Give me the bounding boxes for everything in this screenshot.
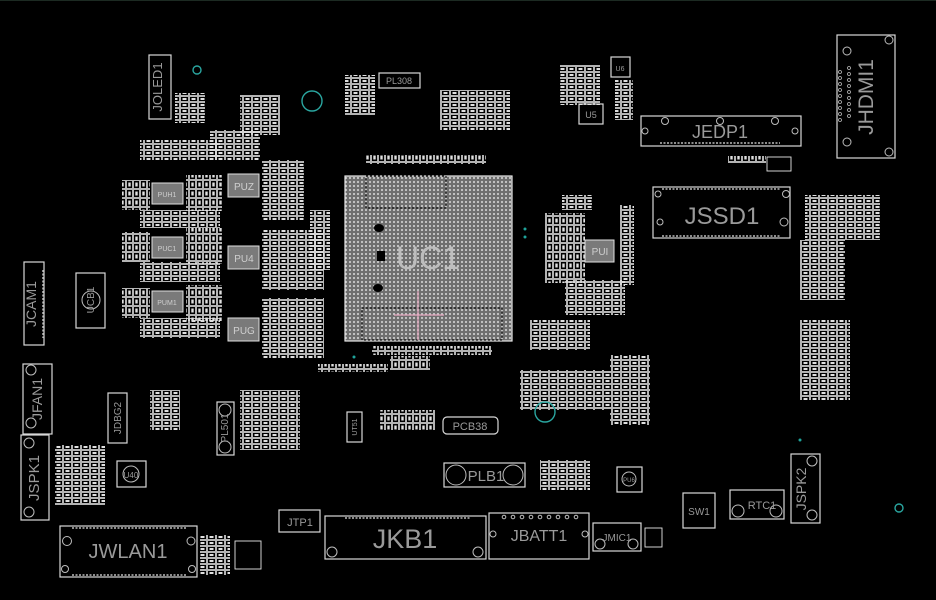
mounting-hole: [534, 401, 556, 423]
inductor-pl308[interactable]: PL308: [378, 72, 421, 89]
label-pu1a: PUH1: [158, 192, 177, 199]
ic-pu1-right[interactable]: PUI: [584, 239, 615, 263]
jssd1-ic: [766, 156, 792, 172]
label-jtp1: JTP1: [287, 517, 313, 529]
window-top-edge: [0, 0, 936, 1]
label-pu1: PUI: [592, 247, 609, 258]
ic-pu4[interactable]: PU4: [227, 245, 260, 270]
cpu-top-pad-row: [366, 155, 486, 164]
label-u5: U5: [585, 110, 597, 120]
label-jfan1: JFAN1: [29, 378, 45, 420]
label-u6: U6: [616, 66, 625, 73]
label-pug: PUG: [233, 326, 255, 337]
connector-jspk1[interactable]: JSPK1: [20, 434, 50, 521]
test-point: [523, 227, 527, 231]
label-pcb38: PCB38: [453, 421, 488, 433]
ic-ucb1[interactable]: UCB1: [75, 272, 106, 329]
label-jspk2: JSPK2: [793, 467, 809, 510]
connector-jbatt1[interactable]: JBATT1: [488, 512, 590, 560]
passive-field-bottom: [55, 195, 880, 575]
capacitor-pcb38[interactable]: PCB38: [442, 416, 499, 435]
label-pu1b: PUC1: [158, 246, 177, 253]
label-pl501: PL501: [220, 413, 231, 442]
test-point: [523, 235, 527, 239]
connector-joled1[interactable]: JOLED1: [148, 54, 172, 120]
label-jhdmi1: JHDMI1: [855, 59, 878, 135]
jmic1-side-component: [644, 527, 663, 548]
label-jcam1: JCAM1: [23, 281, 39, 327]
connector-jfan1[interactable]: JFAN1: [22, 363, 53, 435]
ic-pu2[interactable]: PU6: [616, 466, 643, 493]
ic-ut51[interactable]: UT51: [346, 411, 363, 443]
cpu-bottom-pad-row: [372, 346, 492, 355]
passive-field-right-of-cpu: [530, 195, 634, 350]
jssd1-pad-row: [728, 156, 766, 163]
label-sw1: SW1: [688, 507, 710, 518]
connector-jwlan1[interactable]: JWLAN1: [59, 525, 198, 578]
ic-u40[interactable]: U40: [116, 460, 147, 488]
label-jspk1: JSPK1: [26, 455, 43, 501]
passive-field-left: [122, 130, 330, 358]
label-jwlan1: JWLAN1: [89, 541, 168, 563]
mounting-hole: [894, 503, 904, 513]
ic-pu1c[interactable]: PUM1: [151, 290, 184, 313]
label-u40: U40: [124, 471, 139, 480]
connector-jspk2[interactable]: JSPK2: [790, 453, 821, 524]
ic-u6[interactable]: U6: [610, 56, 631, 78]
mounting-hole: [301, 90, 323, 112]
label-uc1: UC1: [396, 240, 460, 276]
cpu-bottom-pad-row-2: [318, 364, 388, 372]
ic-u5[interactable]: U5: [578, 103, 604, 125]
label-jmic1: JMIC1: [603, 533, 632, 544]
connector-jtp1[interactable]: JTP1: [278, 509, 321, 533]
connector-jhdmi1[interactable]: JHDMI1: [836, 34, 896, 159]
test-point: [352, 355, 356, 359]
label-ucb1: UCB1: [86, 286, 97, 313]
label-jkb1: JKB1: [373, 524, 438, 554]
label-jdbg2: JDBG2: [113, 401, 124, 434]
ic-pug[interactable]: PUG: [227, 317, 260, 342]
label-puz: PUZ: [234, 182, 254, 193]
uc1-cpu-package[interactable]: UC1: [344, 175, 513, 342]
connector-jmic1[interactable]: JMIC1: [592, 522, 642, 552]
label-pu2: PU6: [623, 478, 635, 484]
inductor-plb1[interactable]: PLB1: [443, 462, 526, 488]
mounting-hole: [192, 65, 202, 75]
connector-jkb1[interactable]: JKB1: [324, 515, 487, 560]
label-jbatt1: JBATT1: [511, 528, 568, 545]
connector-jedp1[interactable]: JEDP1: [640, 115, 802, 147]
label-jedp1: JEDP1: [692, 122, 748, 142]
ic-pu1a[interactable]: PUH1: [151, 182, 184, 205]
label-joled1: JOLED1: [150, 62, 165, 111]
connector-jcam1[interactable]: JCAM1: [23, 261, 45, 346]
test-point: [798, 438, 802, 442]
label-jssd1: JSSD1: [685, 203, 760, 230]
connector-jssd1[interactable]: JSSD1: [652, 186, 791, 239]
ic-pu1b[interactable]: PUC1: [151, 236, 184, 259]
label-plb1: PLB1: [468, 468, 505, 485]
switch-sw1[interactable]: SW1: [682, 492, 716, 529]
cpu-bottom-pad-block: [390, 356, 430, 370]
label-ut51: UT51: [352, 418, 359, 435]
label-pu4: PU4: [234, 254, 254, 265]
label-pl308: PL308: [386, 76, 412, 86]
label-pu1c: PUM1: [157, 300, 177, 307]
ic-puz[interactable]: PUZ: [227, 173, 260, 198]
connector-jdbg2[interactable]: JDBG2: [107, 392, 128, 444]
passive-field-top: [175, 65, 633, 135]
inductor-pl501[interactable]: PL501: [216, 401, 235, 456]
label-rtc1: RTC1: [748, 500, 777, 512]
battery-rtc1[interactable]: RTC1: [729, 489, 785, 520]
